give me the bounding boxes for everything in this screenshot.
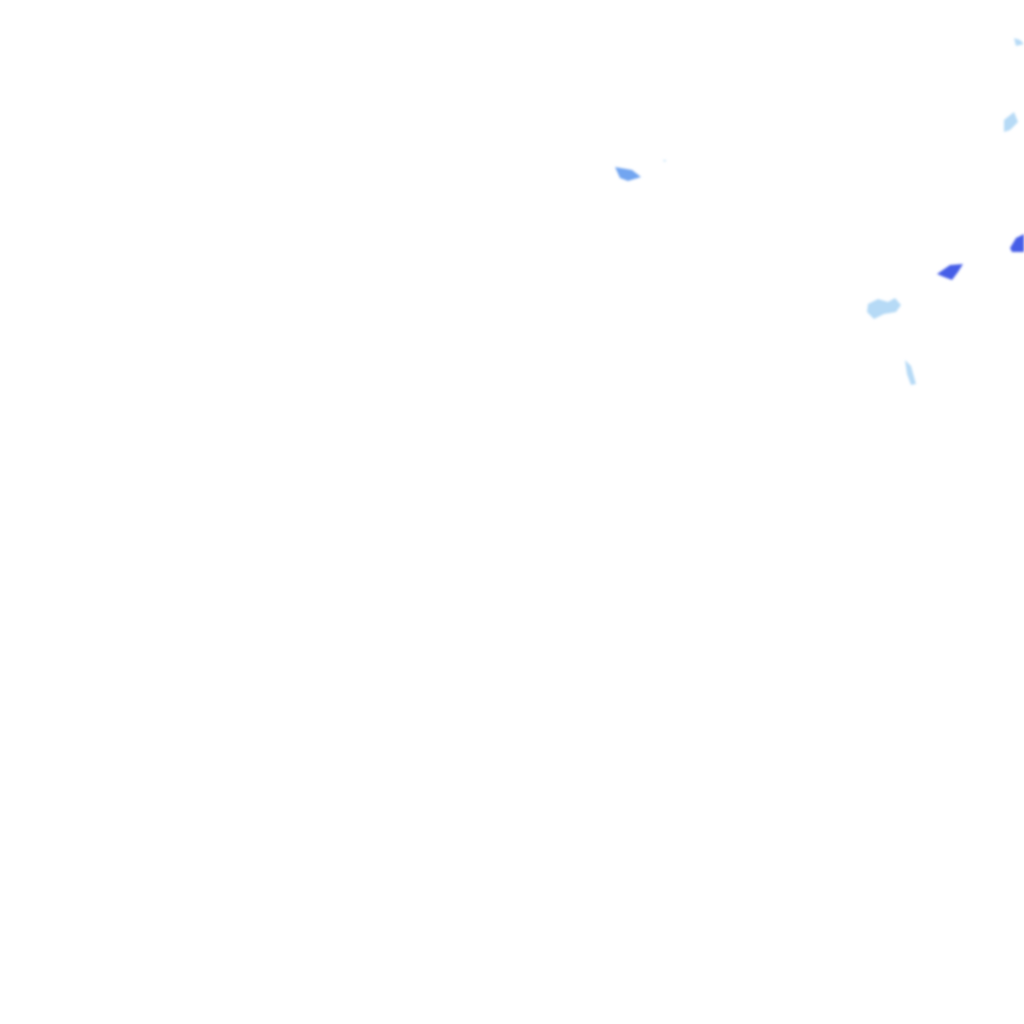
precip-echo-8 — [663, 160, 666, 162]
precip-echo-4 — [1010, 234, 1024, 252]
precip-echo-1 — [615, 167, 641, 181]
precip-echo-5 — [937, 264, 963, 280]
precip-echo-7 — [905, 360, 916, 385]
precip-echo-2 — [1014, 38, 1024, 46]
precip-echo-3 — [1004, 112, 1018, 132]
precip-echo-6 — [867, 298, 901, 319]
